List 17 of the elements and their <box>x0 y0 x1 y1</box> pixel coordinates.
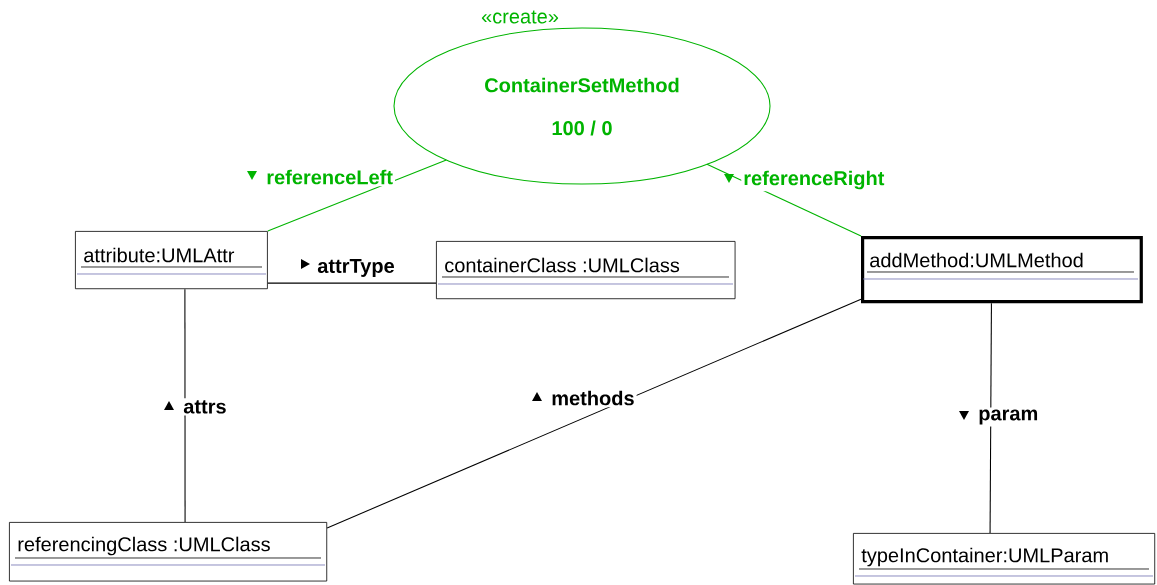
object-box: typeInContainer:UMLParam <box>853 533 1156 585</box>
association-line <box>267 159 447 232</box>
object-box: addMethod:UMLMethod <box>861 236 1143 304</box>
edge-label: referenceRight <box>741 168 887 192</box>
edge-label: referenceLeft <box>264 167 395 187</box>
association-line <box>184 288 186 523</box>
object-box: containerClass :UMLClass <box>436 241 736 300</box>
edge-label: methods <box>549 388 637 408</box>
edge-label: attrs <box>181 398 229 416</box>
association-line <box>267 282 437 284</box>
association-line <box>326 298 862 529</box>
object-box: attribute:UMLAttr <box>75 231 268 290</box>
object-box: referencingClass :UMLClass <box>9 522 328 582</box>
edge-label: param <box>976 407 1041 427</box>
association-line <box>989 302 992 534</box>
stereotype-label: «create» <box>481 10 559 24</box>
edge-label: attrType <box>315 257 397 279</box>
